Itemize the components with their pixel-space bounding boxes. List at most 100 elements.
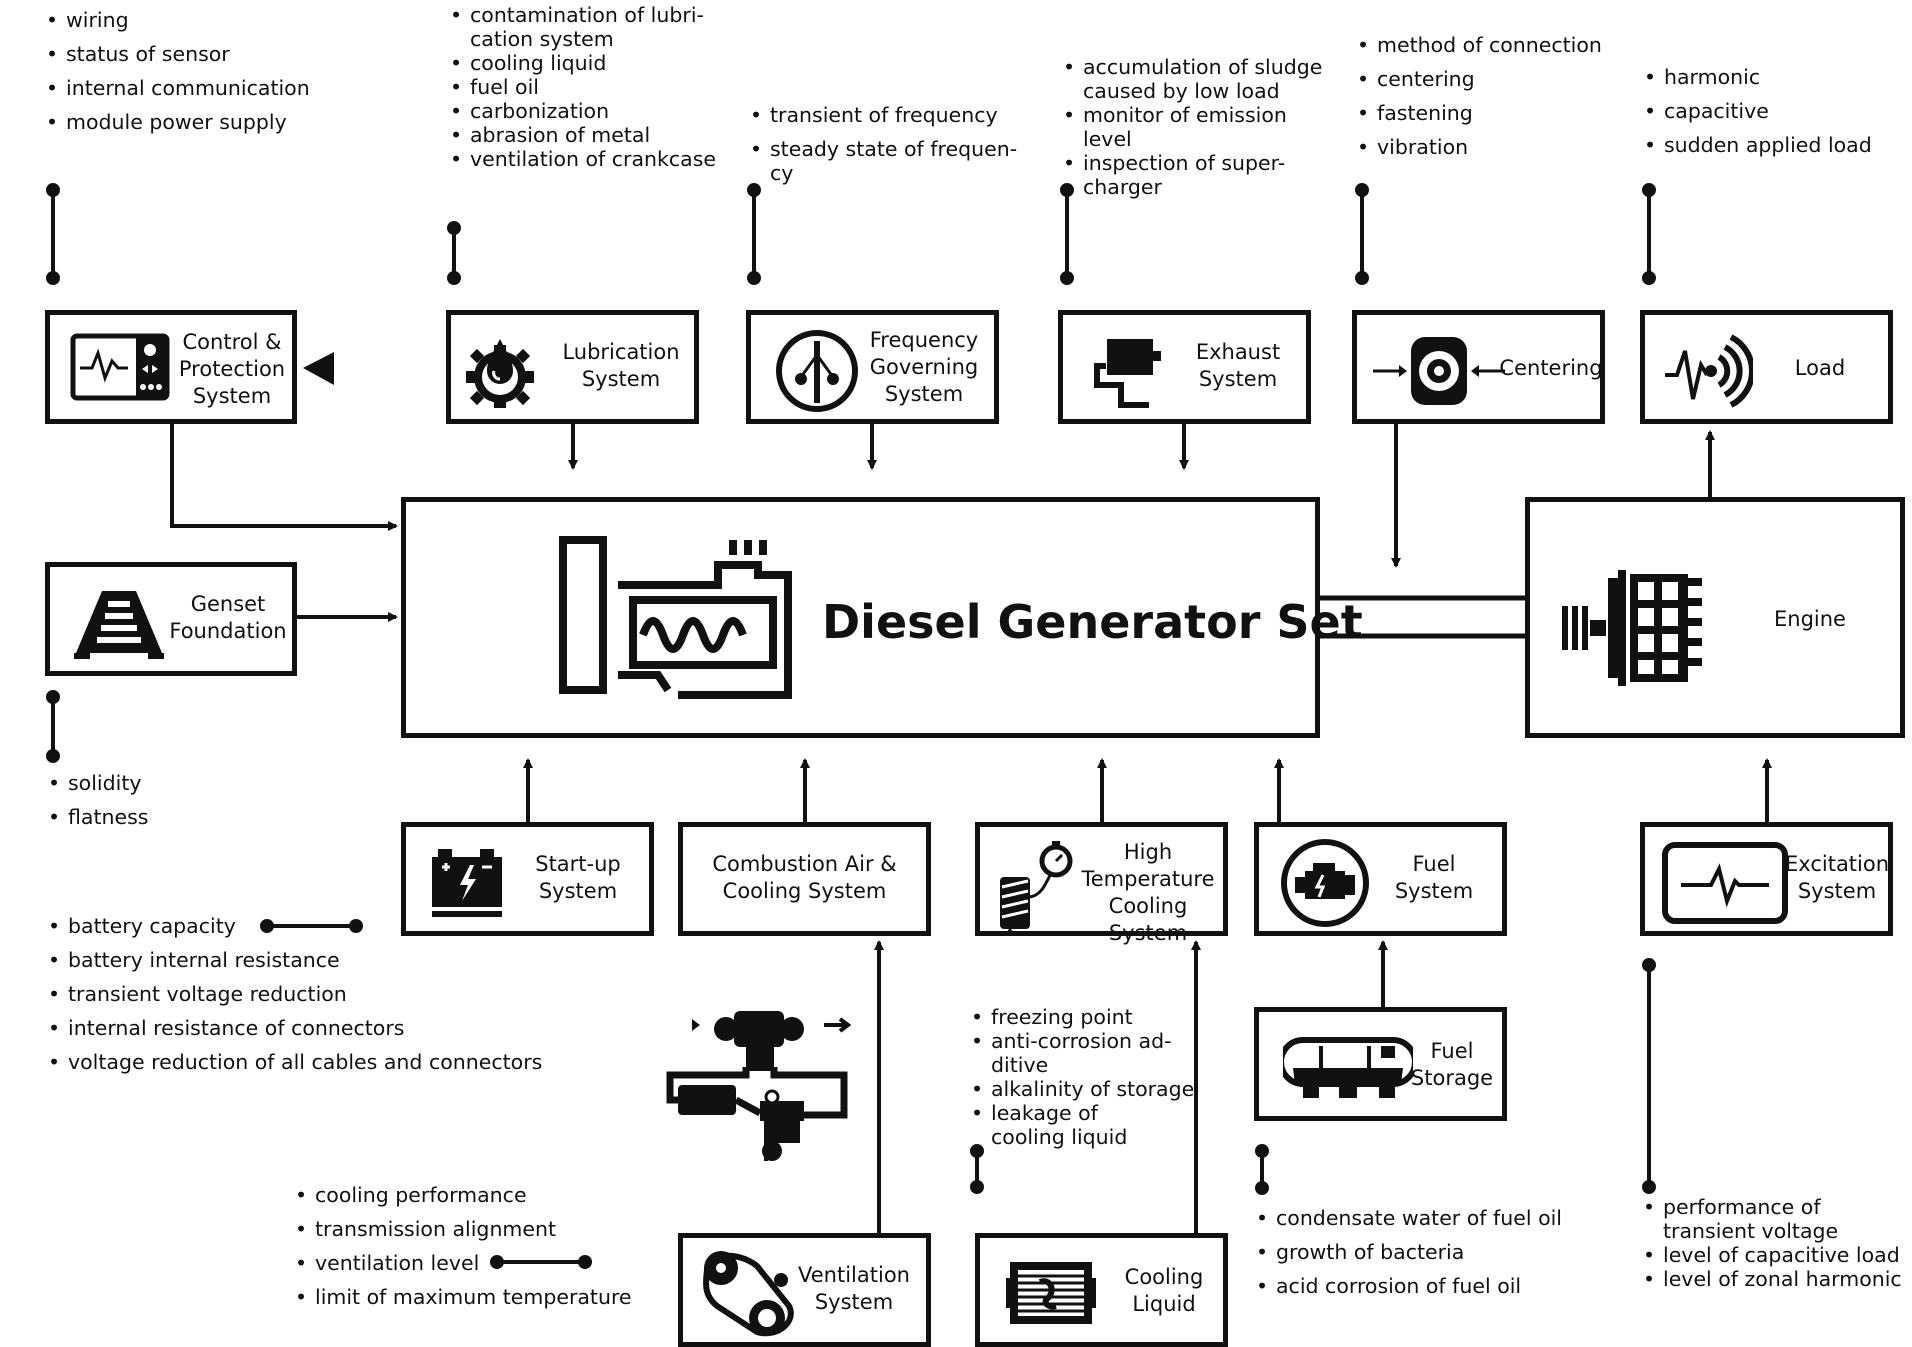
center-title: Diesel Generator Set (822, 595, 1363, 649)
fuel-system-box: Fuel System (1254, 822, 1507, 936)
exhaust-pipe-icon (1094, 339, 1161, 408)
foundation-factor-list: solidity flatness (48, 771, 148, 839)
oil-drop-gear-icon (466, 339, 534, 408)
frequency-factor-item: steady state of frequen- cy (750, 137, 1017, 185)
engine-label: Engine (1774, 607, 1846, 631)
frequency-factor-item: transient of frequency (750, 103, 1017, 127)
lubrication-factor-item: carbonization (450, 99, 716, 123)
startup-factor-item: internal resistance of connectors (48, 1016, 542, 1040)
ventilation-factor-item: ventilation level (295, 1251, 632, 1275)
frequency-governing-box: Frequency Governing System (746, 310, 999, 424)
arrow-control-to-center (170, 420, 398, 531)
fuelstorage-factor-list: condensate water of fuel oil growth of ba… (1256, 1206, 1562, 1308)
lubrication-factor-item: abrasion of metal (450, 123, 716, 147)
fuel-storage-label: Fuel Storage (1410, 1039, 1494, 1090)
exhaust-box: Exhaust System (1058, 310, 1311, 424)
control-protection-label: Control & Protection System (178, 330, 286, 408)
exhaust-factor-item: inspection of super- charger (1063, 151, 1322, 199)
centering-factor-item: fastening (1357, 101, 1602, 125)
diesel-generator-set-box: Diesel Generator Set (401, 497, 1363, 738)
startup-factor-item: voltage reduction of all cables and conn… (48, 1050, 542, 1074)
centering-box: Centering (1352, 310, 1605, 424)
foundation-factor-item: flatness (48, 805, 148, 829)
governor-icon (776, 330, 858, 412)
coolingliquid-factor-item: anti-corrosion ad- ditive (971, 1029, 1194, 1077)
centering-factor-item: method of connection (1357, 33, 1602, 57)
diesel-engine-icon (559, 536, 792, 699)
ventilation-factor-item: cooling performance (295, 1183, 632, 1207)
startup-factor-list: battery capacitybattery internal resista… (48, 914, 542, 1084)
belt-drive-icon (703, 1251, 794, 1337)
ventilation-factor-list: cooling performance transmission alignmen… (295, 1183, 632, 1319)
exhaust-label: Exhaust System (1195, 340, 1281, 391)
startup-label: Start-up System (535, 852, 621, 903)
cooling-liquid-box: Cooling Liquid (975, 1233, 1228, 1347)
lubrication-factor-item: fuel oil (450, 75, 716, 99)
load-factor-item: sudden applied load (1644, 133, 1872, 157)
load-box: Load (1640, 310, 1893, 424)
startup-factor-item: transient voltage reduction (48, 982, 542, 1006)
exhaust-factor-item: accumulation of sludge caused by low loa… (1063, 55, 1322, 103)
load-factor-item: harmonic (1644, 65, 1872, 89)
control-factor-item: module power supply (46, 110, 310, 134)
exhaust-factor-item: monitor of emission level (1063, 103, 1322, 151)
excitation-box: Excitation System (1640, 822, 1893, 936)
lubrication-factor-item: cooling liquid (450, 51, 716, 75)
control-protection-box: Control & Protection System (45, 310, 297, 424)
indicator-triangle (303, 352, 334, 385)
radiator-icon (1006, 1262, 1096, 1324)
frequency-governing-label: Frequency Governing System (869, 328, 979, 406)
ventilation-factor-item: limit of maximum temperature (295, 1285, 632, 1309)
coolingliquid-factor-item: freezing point (971, 1005, 1194, 1029)
ventilation-box: Ventilation System (678, 1233, 931, 1347)
control-factor-item: status of sensor (46, 42, 310, 66)
coupling-icon (1373, 337, 1505, 405)
frequency-factor-list: transient of frequency steady state of fr… (750, 103, 1017, 195)
combustion-air-label: Combustion Air & Cooling System (712, 852, 897, 903)
load-factor-list: harmonic capacitive sudden applied load (1644, 65, 1872, 167)
foundation-icon (74, 591, 164, 659)
excitation-factor-item: level of capacitive load (1643, 1243, 1902, 1267)
fuel-engine-icon (1281, 839, 1369, 927)
fuelstorage-factor-item: acid corrosion of fuel oil (1256, 1274, 1562, 1298)
lubrication-factor-list: contamination of lubri- cation systemcoo… (450, 3, 716, 171)
fuel-storage-box: Fuel Storage (1254, 1007, 1507, 1121)
lubrication-box: Lubrication System (446, 310, 699, 424)
high-temperature-cooling-box: High Temperature Cooling System (975, 822, 1228, 945)
battery-icon (432, 849, 502, 917)
centering-factor-list: method of connection centering fastening vi… (1357, 33, 1602, 169)
excitation-label: Excitation System (1785, 852, 1890, 903)
load-factor-item: capacitive (1644, 99, 1872, 123)
coolingliquid-factor-list: freezing pointanti-corrosion ad- ditivea… (971, 1005, 1194, 1149)
fuelstorage-factor-item: growth of bacteria (1256, 1240, 1562, 1264)
monitor-panel-icon (70, 333, 170, 401)
genset-foundation-box: Genset Foundation (45, 562, 297, 676)
genset-foundation-label: Genset Foundation (169, 592, 287, 643)
lubrication-label: Lubrication System (562, 340, 680, 391)
startup-factor-item: battery capacity (48, 914, 542, 938)
excitation-factor-list: performance of transient voltagelevel of… (1643, 1195, 1902, 1291)
coolingliquid-factor-item: alkalinity of storage (971, 1077, 1194, 1101)
alternator-icon (1562, 570, 1702, 686)
fuel-system-label: Fuel System (1394, 852, 1474, 903)
control-factor-item: wiring (46, 8, 310, 32)
ventilation-factor-item: transmission alignment (295, 1217, 632, 1241)
high-temperature-cooling-label: High Temperature Cooling System (1081, 840, 1215, 945)
startup-box: Start-up System (401, 822, 654, 936)
load-label: Load (1794, 356, 1846, 380)
lubrication-factor-item: ventilation of crankcase (450, 147, 716, 171)
excitation-factor-item: level of zonal harmonic (1643, 1267, 1902, 1291)
control-factor-item: internal communication (46, 76, 310, 100)
centering-factor-item: centering (1357, 67, 1602, 91)
excitation-factor-item: performance of transient voltage (1643, 1195, 1902, 1243)
exhaust-factor-list: accumulation of sludge caused by low loa… (1063, 55, 1322, 199)
control-factor-list: wiring status of sensor internal communica… (46, 8, 310, 144)
turbocharger-icon (666, 1011, 852, 1161)
tank-icon (1283, 1037, 1413, 1098)
ventilation-label: Ventilation System (798, 1263, 910, 1314)
fuelstorage-factor-item: condensate water of fuel oil (1256, 1206, 1562, 1230)
lubrication-factor-item: contamination of lubri- cation system (450, 3, 716, 51)
foundation-factor-item: solidity (48, 771, 148, 795)
centering-factor-item: vibration (1357, 135, 1602, 159)
signal-waves-icon (1665, 334, 1753, 408)
